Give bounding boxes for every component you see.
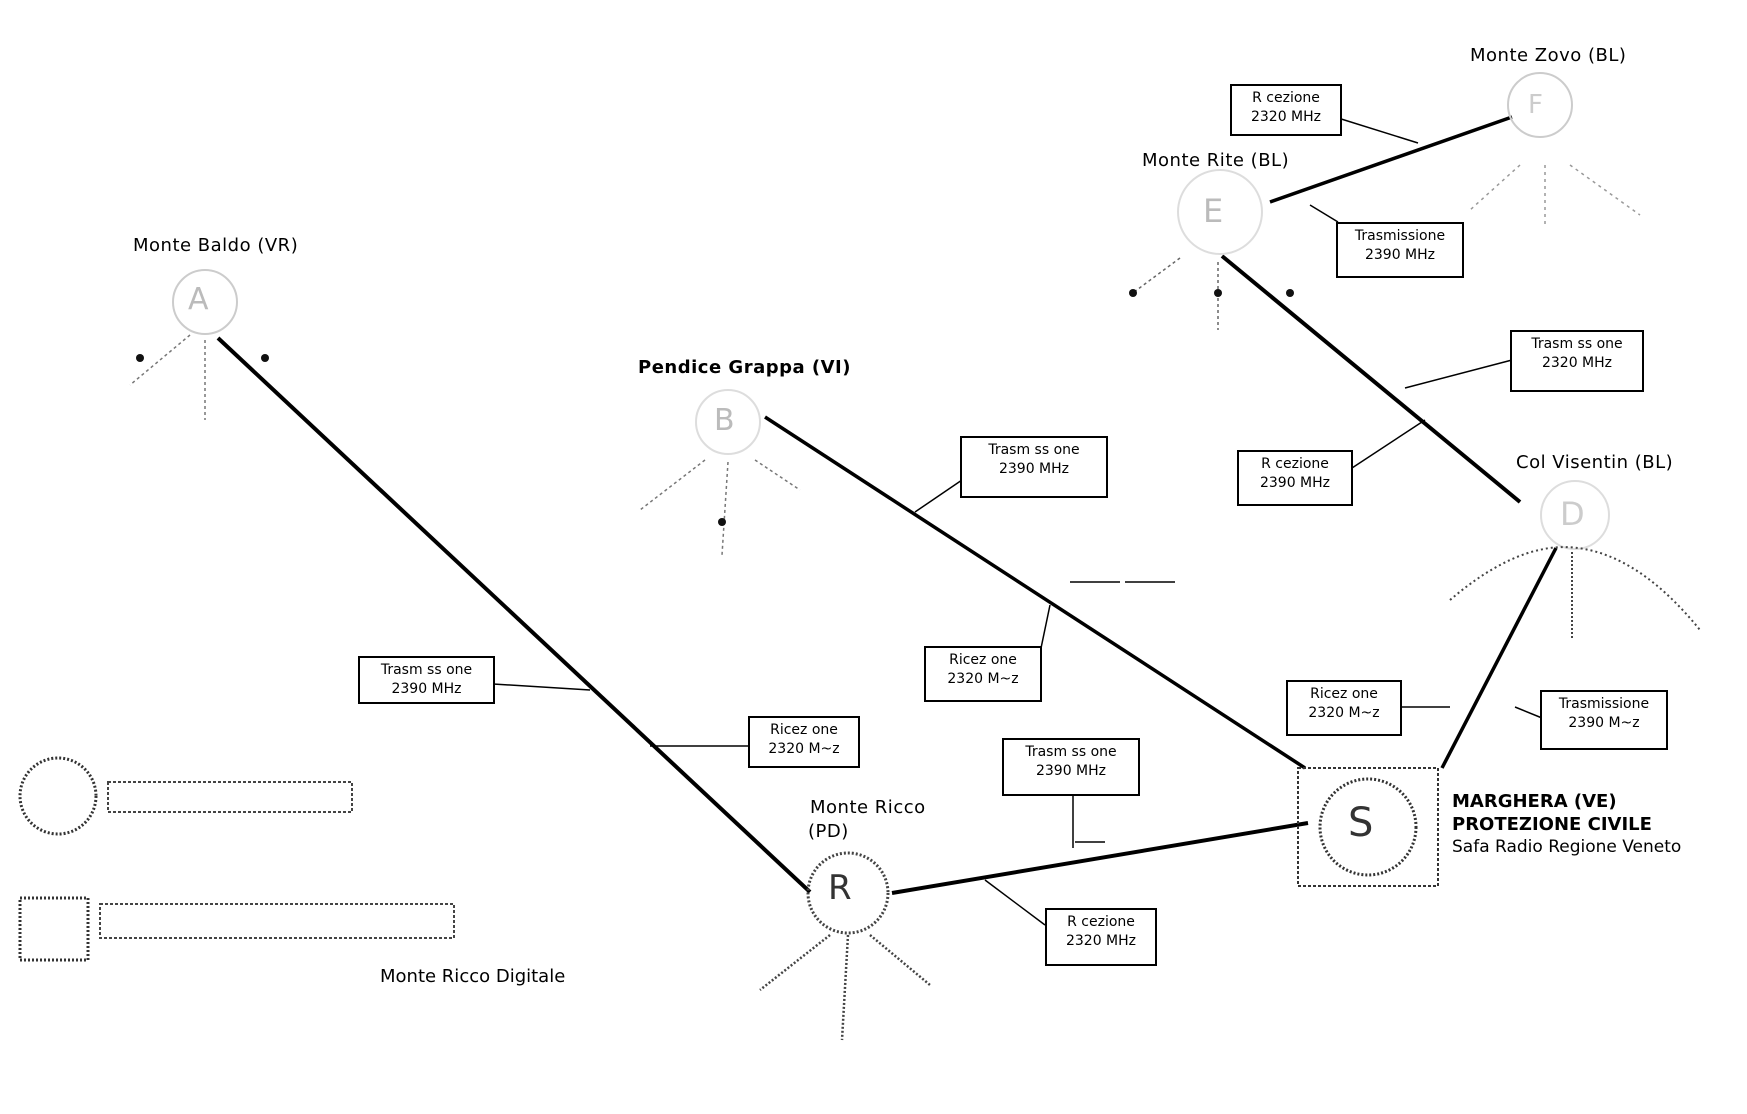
freq-box-line: Trasm ss one: [1025, 744, 1117, 760]
leader-b5: [914, 479, 963, 513]
link-rite-visentin: [1220, 254, 1522, 504]
link-baldo-ricco: [216, 336, 812, 894]
freq-box-visentin-rx: R cezione 2390 MHz: [1237, 450, 1353, 506]
freq-box-line: 2320 M~z: [768, 741, 840, 757]
freq-box-line: 2320 M~z: [947, 671, 1019, 687]
freq-box-line: 2390 MHz: [1035, 763, 1107, 779]
site-label-ricco-pd: (PD): [808, 821, 849, 842]
marghera-line1: MARGHERA (VE): [1452, 791, 1617, 812]
freq-box-line: 2320 MHz: [1065, 933, 1137, 949]
leader-b12: [984, 879, 1046, 926]
link-grappa-marghera: [764, 415, 1306, 770]
leader-b7: [492, 683, 591, 691]
freq-box-line: 2390 MHz: [1259, 475, 1331, 491]
link-visentin-marghera: [1440, 547, 1558, 769]
freq-box-line: Ricez one: [770, 722, 838, 738]
freq-box-rite-visentin-tx: Trasm ss one 2320 MHz: [1510, 330, 1644, 392]
freq-box-line: Trasm ss one: [380, 662, 473, 678]
node-letter-a: A: [188, 282, 210, 317]
freq-box-rite-tx: Trasmissione 2390 MHz: [1336, 222, 1464, 278]
site-label-ricco: Monte Ricco: [810, 797, 926, 818]
leader-b2: [1309, 204, 1339, 223]
freq-box-line: Trasmissione: [1558, 696, 1650, 712]
freq-box-visentin-marghera-rx: Ricez one 2320 M~z: [1286, 680, 1402, 736]
freq-box-line: Trasmissione: [1354, 228, 1446, 244]
link-ricco-marghera: [891, 821, 1309, 895]
freq-box-line: Ricez one: [949, 652, 1017, 668]
node-letter-s: S: [1348, 800, 1374, 846]
node-letter-r: R: [828, 868, 853, 908]
freq-box-visentin-marghera-tx: Trasmissione 2390 M~z: [1540, 690, 1668, 750]
freq-box-line: 2390 MHz: [1364, 247, 1436, 263]
node-letter-b: B: [714, 403, 736, 438]
marghera-line2: PROTEZIONE CIVILE: [1452, 814, 1652, 835]
freq-box-line: Trasm ss one: [1531, 336, 1623, 352]
freq-box-line: 2320 M~z: [1308, 705, 1380, 721]
site-label-grappa: Pendice Grappa (VI): [638, 357, 851, 378]
node-letter-d: D: [1560, 495, 1586, 533]
legend-digital-label: Monte Ricco Digitale: [380, 966, 566, 987]
freq-box-line: Trasm ss one: [988, 442, 1080, 458]
freq-box-line: R cezione: [1067, 914, 1135, 930]
freq-box-grappa-tx: Trasm ss one 2390 MHz: [960, 436, 1108, 498]
freq-box-line: 2320 MHz: [1541, 355, 1613, 371]
marghera-label: MARGHERA (VE) PROTEZIONE CIVILE Safa Rad…: [1452, 790, 1681, 859]
leader-b1: [1337, 117, 1419, 144]
site-label-zovo: Monte Zovo (BL): [1470, 45, 1627, 66]
freq-box-line: Ricez one: [1310, 686, 1378, 702]
freq-box-ricco-marghera-rx: R cezione 2320 MHz: [1045, 908, 1157, 966]
freq-box-line: 2320 MHz: [1250, 109, 1322, 125]
leader-b6: [1039, 604, 1051, 654]
freq-box-grappa-rx: Ricez one 2320 M~z: [924, 646, 1042, 702]
node-letter-f: F: [1528, 90, 1544, 120]
freq-box-line: 2390 MHz: [998, 461, 1070, 477]
site-label-rite: Monte Rite (BL): [1142, 150, 1290, 171]
freq-box-line: R cezione: [1252, 90, 1320, 106]
site-label-baldo: Monte Baldo (VR): [133, 235, 299, 256]
node-letter-e: E: [1203, 192, 1224, 230]
freq-box-line: 2390 M~z: [1568, 715, 1640, 731]
leader-b11: [1514, 706, 1543, 719]
site-label-visentin: Col Visentin (BL): [1516, 452, 1674, 473]
freq-box-zovo-rx: R cezione 2320 MHz: [1230, 84, 1342, 136]
leader-b3: [1404, 359, 1513, 389]
leader-b4: [1351, 419, 1426, 469]
freq-box-baldo-tx: Trasm ss one 2390 MHz: [358, 656, 495, 704]
link-rite-zovo: [1269, 115, 1513, 204]
freq-box-line: 2390 MHz: [391, 681, 462, 697]
freq-box-ricco-tx: Trasm ss one 2390 MHz: [1002, 738, 1140, 796]
freq-box-baldo-rx: Ricez one 2320 M~z: [748, 716, 860, 768]
marghera-line3: Safa Radio Regione Veneto: [1452, 837, 1682, 857]
freq-box-line: R cezione: [1261, 456, 1329, 472]
